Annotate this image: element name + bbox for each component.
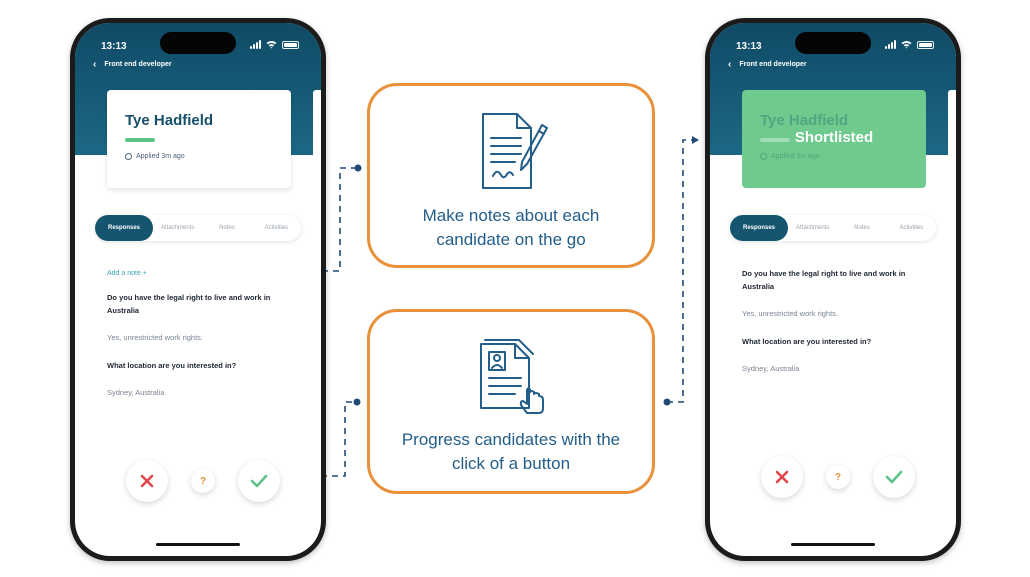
question-1: Do you have the legal right to live and …	[742, 269, 906, 291]
tab-responses[interactable]: Responses	[95, 215, 153, 241]
left-phone-screen: 13:13 ‹ Front end developer Tye Hadfield…	[75, 23, 321, 556]
tab-activities[interactable]: Activities	[899, 225, 924, 231]
tab-bar: Responses Attachments Notes Activities	[95, 215, 301, 241]
resume-click-icon	[480, 339, 544, 414]
answer-1: Yes, unrestricted work rights.	[742, 309, 839, 318]
tab-attachments[interactable]: Attachments	[160, 225, 195, 231]
wifi-icon	[266, 41, 277, 49]
home-indicator	[156, 543, 240, 546]
tab-attachments[interactable]: Attachments	[795, 225, 830, 231]
x-icon	[140, 474, 154, 488]
battery-icon	[917, 41, 934, 49]
signal-icon	[885, 40, 896, 49]
question-1: Do you have the legal right to live and …	[107, 293, 271, 315]
left-phone-mockup: 13:13 ‹ Front end developer Tye Hadfield…	[70, 18, 326, 561]
approve-button[interactable]	[873, 456, 915, 498]
nav-title: Front end developer	[104, 61, 172, 68]
back-chevron-icon[interactable]: ‹	[728, 59, 732, 70]
tab-notes[interactable]: Notes	[854, 225, 870, 231]
signal-icon	[250, 40, 261, 49]
answer-2: Sydney, Australia	[742, 364, 800, 373]
tab-notes[interactable]: Notes	[219, 225, 235, 231]
nav-title: Front end developer	[739, 61, 807, 68]
add-note-link[interactable]: Add a note +	[107, 270, 147, 277]
status-icons	[885, 40, 934, 49]
check-icon	[250, 474, 268, 488]
candidate-status-bar	[760, 138, 790, 142]
battery-icon	[282, 41, 299, 49]
status-time: 13:13	[101, 41, 127, 52]
candidate-name: Tye Hadfield	[760, 112, 849, 129]
reject-button[interactable]	[761, 456, 803, 498]
document-pen-icon	[482, 113, 548, 189]
applied-text: Applied 3m ago	[136, 153, 185, 160]
status-icons	[250, 40, 299, 49]
maybe-button[interactable]: ?	[191, 469, 215, 493]
tab-bar: Responses Attachments Notes Activities	[730, 215, 936, 241]
applied-time: Applied 3m ago	[125, 153, 185, 160]
question-2: What location are you interested in?	[742, 337, 872, 346]
right-phone-mockup: 13:13 ‹ Front end developer Tye Hadfield…	[705, 18, 961, 561]
right-phone-screen: 13:13 ‹ Front end developer Tye Hadfield…	[710, 23, 956, 556]
feature-notes-text: Make notes about each candidate on the g…	[422, 206, 600, 249]
dynamic-island	[795, 32, 871, 54]
question-2: What location are you interested in?	[107, 361, 237, 370]
feature-progress-text: Progress candidates with the click of a …	[401, 430, 621, 473]
back-chevron-icon[interactable]: ‹	[93, 59, 97, 70]
home-indicator	[791, 543, 875, 546]
answer-1: Yes, unrestricted work rights.	[107, 333, 204, 342]
answer-2: Sydney, Australia	[107, 388, 165, 397]
applied-time: Applied 3m ago	[760, 153, 820, 160]
reject-button[interactable]	[126, 460, 168, 502]
dynamic-island	[160, 32, 236, 54]
candidate-status-bar	[125, 138, 155, 142]
x-icon	[775, 470, 789, 484]
approve-button[interactable]	[238, 460, 280, 502]
check-icon	[885, 470, 903, 484]
shortlisted-label: Shortlisted	[794, 129, 874, 146]
clock-icon	[125, 153, 132, 160]
tab-activities[interactable]: Activities	[264, 225, 289, 231]
feature-progress-box: Progress candidates with the click of a …	[367, 309, 655, 494]
nav-bar[interactable]: ‹ Front end developer	[93, 59, 172, 70]
clock-icon	[760, 153, 767, 160]
feature-notes-box: Make notes about each candidate on the g…	[367, 83, 655, 268]
candidate-card[interactable]: Tye Hadfield Applied 3m ago	[107, 90, 291, 188]
wifi-icon	[901, 41, 912, 49]
status-time: 13:13	[736, 41, 762, 52]
nav-bar[interactable]: ‹ Front end developer	[728, 59, 807, 70]
maybe-button[interactable]: ?	[826, 465, 850, 489]
applied-text: Applied 3m ago	[771, 153, 820, 160]
tab-responses[interactable]: Responses	[730, 215, 788, 241]
next-card-peek[interactable]	[948, 90, 956, 188]
candidate-name: Tye Hadfield	[125, 112, 214, 129]
next-card-peek[interactable]	[313, 90, 321, 188]
candidate-card-shortlisted[interactable]: Tye Hadfield Applied 3m ago Shortlisted	[742, 90, 926, 188]
